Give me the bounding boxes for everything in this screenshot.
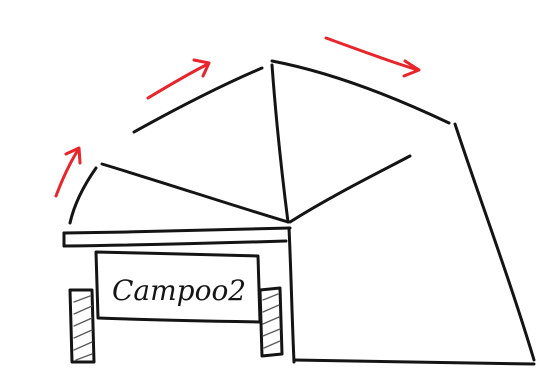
right-wall-slope: [455, 124, 534, 360]
wind-arrows: [56, 38, 419, 196]
vehicle-sign: Campoo2: [96, 252, 260, 322]
right-wall-base: [294, 360, 534, 364]
roof-left-panel-top: [134, 68, 262, 132]
wind-direction-arrow-icon: [326, 38, 419, 76]
wind-direction-arrow-icon: [148, 60, 209, 98]
sign-label: Campoo2: [112, 274, 246, 307]
wind-direction-arrow-icon: [56, 148, 80, 196]
right-wall-left-edge: [289, 228, 294, 362]
roof-center-rib: [272, 65, 288, 222]
roof-peak-line: [272, 61, 449, 123]
awning-bar: [64, 228, 290, 246]
left-support-post: [70, 290, 94, 362]
roof-right-rib: [290, 156, 410, 222]
roof-left-eave: [70, 168, 96, 223]
awning-bar-bottom: [64, 241, 286, 246]
tent-body-right: [289, 124, 534, 364]
awning-bar-top: [64, 228, 290, 233]
roof-left-rib: [102, 164, 288, 222]
right-support-post: [260, 288, 282, 356]
tent-roof: [70, 61, 449, 223]
